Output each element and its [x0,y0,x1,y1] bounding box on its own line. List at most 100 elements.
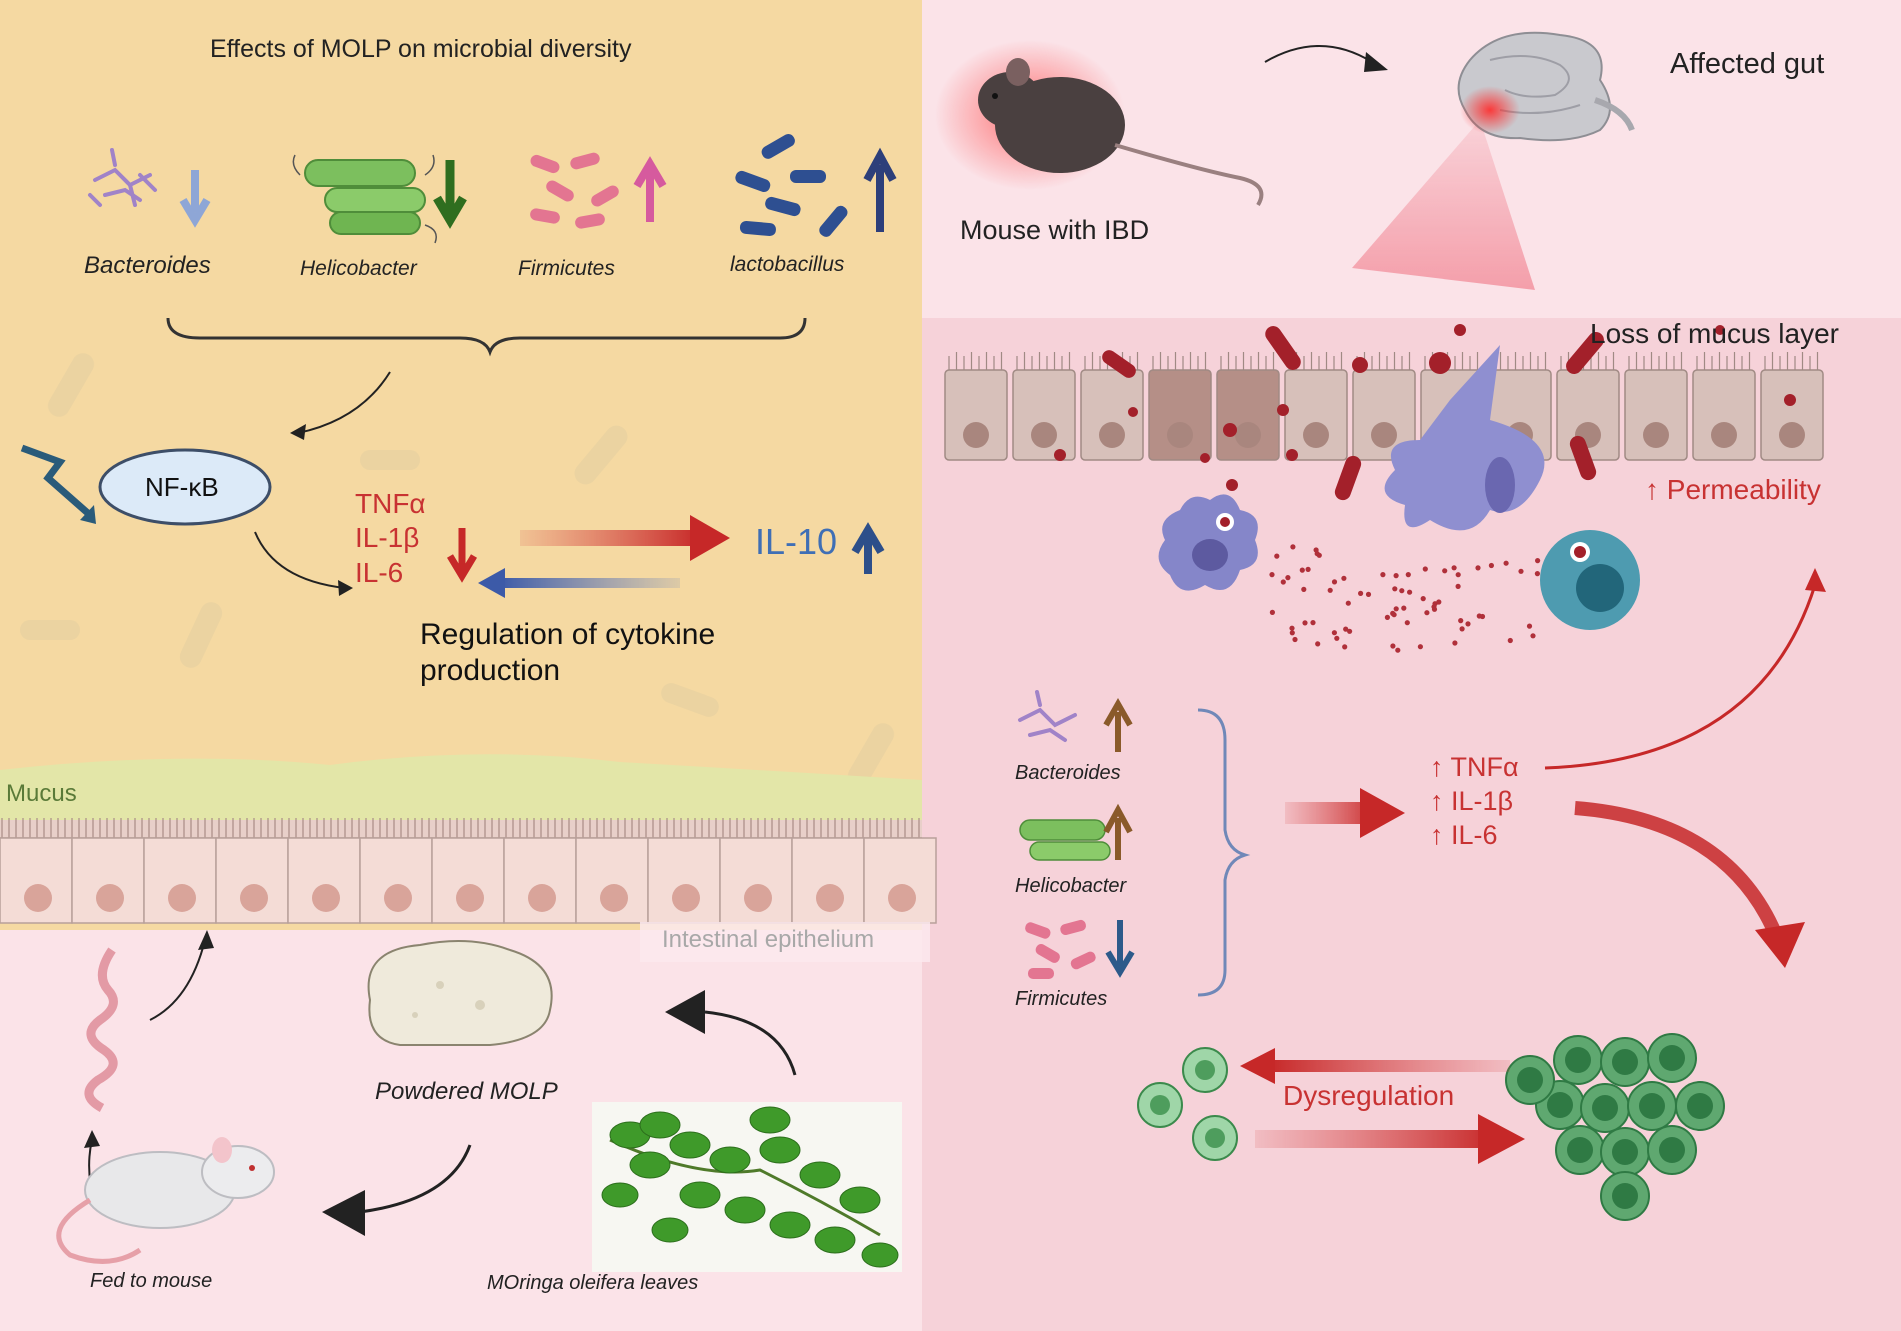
macrophage-icon [1158,494,1258,591]
blue-arrow-back [500,578,680,588]
left-panel-title: Effects of MOLP on microbial diversity [210,35,632,63]
cytokine-dot [1285,575,1291,581]
cytokine-dot [1392,586,1398,592]
cytokine-dot [1290,544,1296,550]
cytokine-dot [1289,630,1295,636]
right-cell-nucleus [1643,422,1669,448]
cytokine-dot [1417,644,1423,650]
moringa-leaves-icon [601,1106,899,1268]
cytokine-dot [1269,609,1275,616]
firmicutes-icon [530,152,619,229]
helicobacter-label: Helicobacter [300,257,417,280]
bacteroides-icon [88,148,157,207]
helicobacter-down-arrow [433,160,467,229]
cytokine-dot [1407,589,1413,595]
activated-cell-nucleus [1639,1093,1665,1119]
cytokine-dot [1331,579,1338,585]
cytokine-dot [1345,600,1351,606]
red-arrow-to-cytokines [1285,802,1380,824]
cell-nucleus [744,884,772,912]
moringa-label: MOringa oleifera leaves [487,1272,699,1294]
dysregulation-arrow-right [1255,1130,1495,1148]
cytokine-dot [1420,596,1426,602]
cytokine-dot [1274,553,1280,559]
right-helicobacter-up-arrow [1103,803,1133,860]
cell-nucleus [816,884,844,912]
right-cell-nucleus [1031,422,1057,448]
right-cell-nucleus [963,422,989,448]
cytokine-dot [1280,579,1286,585]
cytokine-dot [1380,572,1386,578]
cell-nucleus [456,884,484,912]
cytokine-dot [1459,626,1465,632]
epithelium-label: Intestinal epithelium [662,926,875,953]
cytokine-dot [1455,583,1461,590]
cytokine-dot [1393,606,1399,612]
right-epithelial-cell [1012,369,1076,461]
neutrophil-icon [1540,530,1640,630]
right-cell-nucleus [1099,422,1125,448]
cytokine-dot [1342,644,1348,650]
nfkb-label: NF-κB [145,472,219,502]
activated-cell-nucleus [1547,1092,1573,1118]
cell-nucleus [312,884,340,912]
regulation-line1: Regulation of cytokine [420,618,716,651]
permeability-label: ↑ Permeability [1645,474,1821,505]
right-epithelial-cell [1624,369,1688,461]
right-bacteroides-up-arrow [1103,697,1133,752]
right-epithelial-cell [944,369,1008,461]
right-cell-nucleus [1235,422,1261,448]
cytokine-dot [1452,640,1458,646]
right-cell-nucleus [1303,422,1329,448]
bacteroides-down-arrow [179,170,211,228]
cytokine-dot [1458,618,1464,624]
arrow-to-permeability [1544,584,1817,770]
cell-nucleus [96,884,124,912]
il10-label: IL-10 [755,521,838,562]
cytokine-dot [1310,620,1316,626]
right-bracket [1197,708,1251,997]
right-bacteroides-icon [1018,690,1077,742]
curve-arrow-to-nfkb [297,371,391,434]
cytokine-dot [1436,599,1442,605]
tnfa-label: TNFα [355,488,426,519]
cytokine-dot [1476,613,1482,619]
right-firmicutes-label: Firmicutes [1015,988,1108,1010]
cell-nucleus [24,884,52,912]
mouse-ibd-label: Mouse with IBD [960,215,1150,245]
bracket [166,317,807,357]
right-epithelial-cell [1216,369,1280,461]
cell-nucleus [240,884,268,912]
right-cell-nucleus [1779,422,1805,448]
right-helicobacter-label: Helicobacter [1015,875,1127,897]
red-arrow-to-il10 [520,530,700,546]
right-il1b-label: ↑ IL-1β [1430,786,1514,816]
arrow-powder-to-mouse [359,1144,472,1214]
lightning-icon [20,444,93,518]
cytokine-dot [1455,572,1461,578]
cytokine-dot [1341,575,1347,581]
right-epithelial-cell [1148,369,1212,461]
arrow-nfkb-to-cytokines [254,531,346,589]
cytokine-dot [1405,572,1411,578]
cytokine-dot [1503,560,1509,566]
cytokine-dot [1299,567,1305,573]
cytokine-dot [1390,643,1396,649]
arrow-down-dysregulation [1574,801,1785,943]
cytokine-dot [1313,547,1319,553]
activated-cell-nucleus [1592,1095,1618,1121]
dendritic-cell-icon [1384,345,1545,531]
ibd-mouse-icon [978,58,1264,207]
gut-icon [1457,31,1635,142]
right-helicobacter-icon [1019,819,1111,861]
cytokine-dot [1424,610,1430,616]
cytokine-dot [1518,568,1524,574]
cytokine-dot [1488,562,1494,569]
cytokine-dot [1535,558,1541,564]
cytokine-dot [1334,635,1340,641]
activated-cell-nucleus [1687,1093,1713,1119]
cytokine-dot [1327,587,1333,593]
cytokine-dot [1347,628,1353,634]
